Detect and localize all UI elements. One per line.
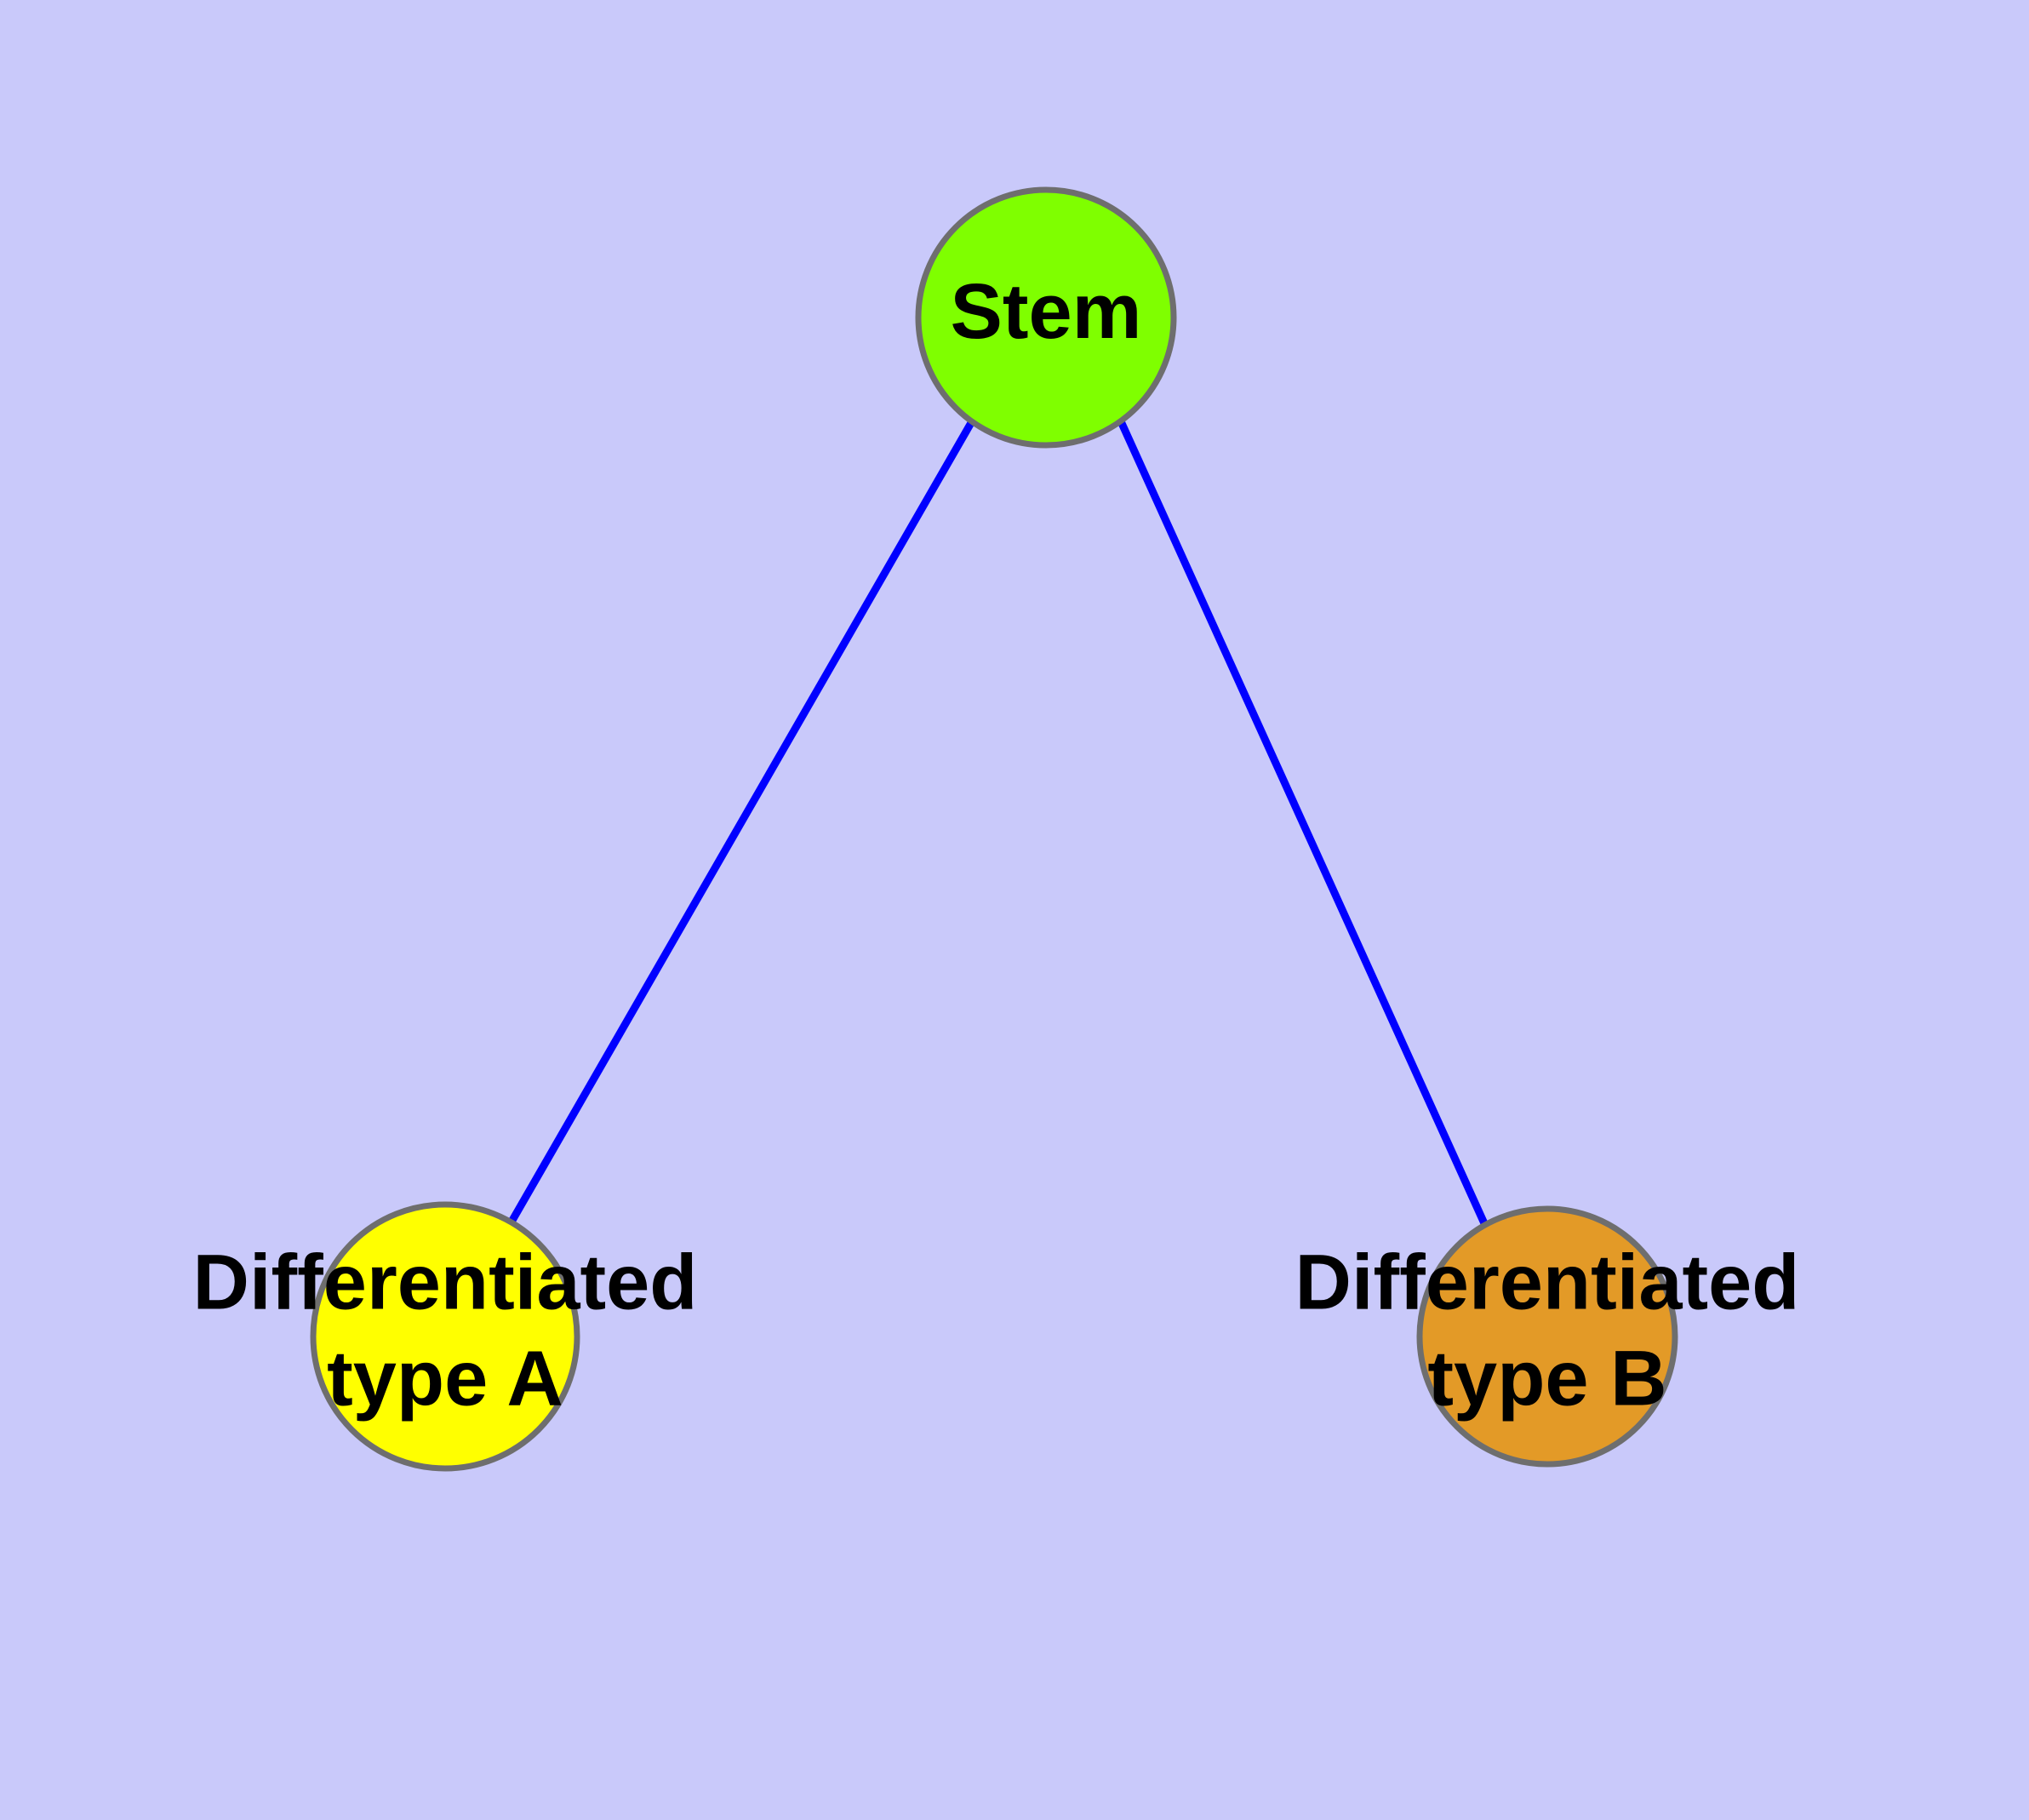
edge-stem-diff-b[interactable] — [1117, 420, 1492, 1233]
nodes-layer — [310, 186, 1678, 1472]
edges-layer — [507, 419, 1492, 1233]
node-label-line: type B — [1427, 1336, 1666, 1422]
node-label-line: Stem — [951, 268, 1142, 355]
node-label-diff_a: Differentiated type A — [193, 1239, 698, 1422]
node-label-line: Differentiated — [193, 1239, 698, 1326]
node-diff_b[interactable] — [1416, 1205, 1678, 1468]
node-label-stem: Stem — [951, 268, 1142, 355]
node-diff_a[interactable] — [310, 1201, 580, 1472]
edge-stem-diff-a[interactable] — [507, 419, 975, 1226]
node-stem[interactable] — [915, 186, 1177, 449]
node-label-line: Differentiated — [1295, 1239, 1800, 1326]
node-label-diff_b: Differentiated type B — [1295, 1239, 1800, 1422]
node-label-line: type A — [327, 1336, 563, 1422]
